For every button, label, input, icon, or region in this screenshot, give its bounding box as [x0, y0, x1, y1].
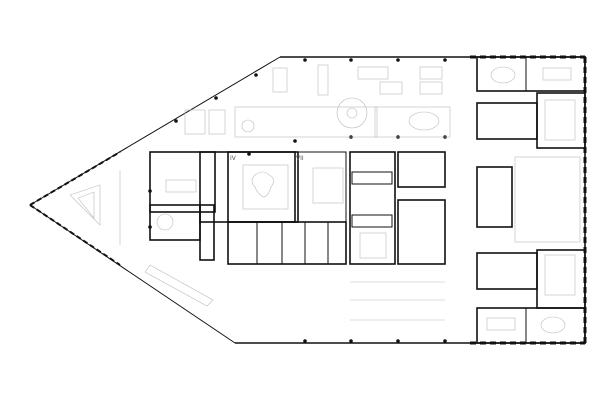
building-outline: [29, 55, 587, 345]
east-wing: [476, 56, 586, 344]
terrace-left: [69, 170, 214, 307]
central-rooms: IV VII: [149, 151, 446, 265]
room-label-vii: VII: [296, 155, 304, 162]
columns: [148, 58, 447, 343]
lounge-furniture: [184, 64, 451, 138]
south-canopy: [350, 281, 445, 321]
room-label-iv: IV: [230, 155, 237, 162]
